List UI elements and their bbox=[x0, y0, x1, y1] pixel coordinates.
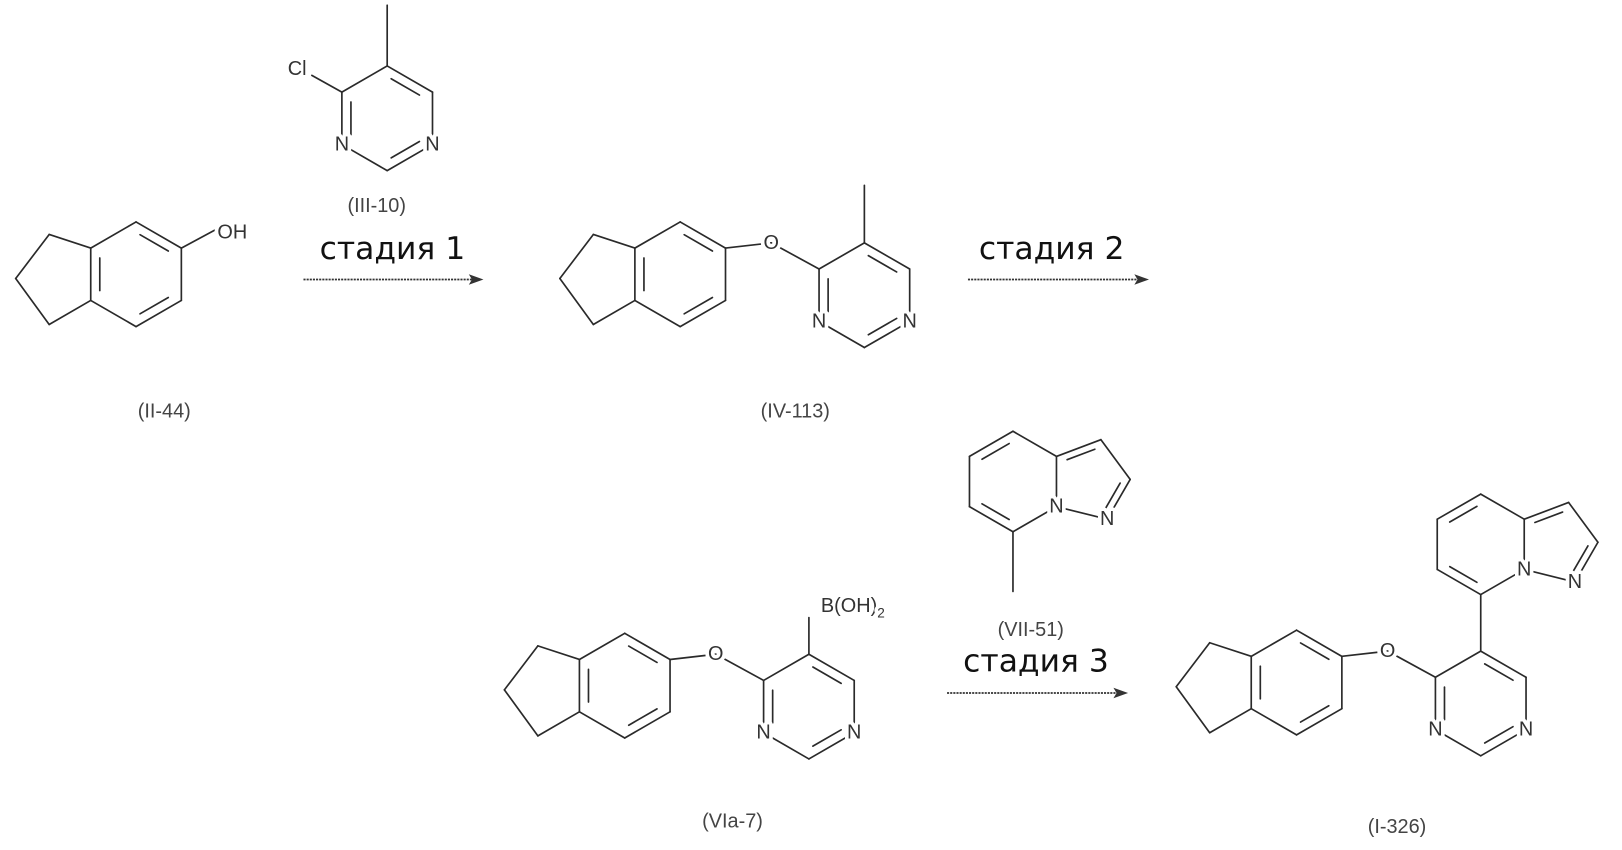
bond bbox=[1056, 440, 1100, 457]
ring-bond bbox=[136, 222, 181, 248]
ring-bond bbox=[387, 66, 432, 92]
step-3-arrow bbox=[947, 688, 1128, 698]
atom-label-IV-113-O: O bbox=[764, 232, 779, 254]
compound-id-III-10: (III-10) bbox=[347, 195, 406, 217]
ring-bond bbox=[969, 431, 1012, 456]
step-2-label: стадия 2 bbox=[979, 231, 1125, 267]
ring-bond bbox=[680, 300, 725, 326]
bond bbox=[504, 690, 537, 736]
atom-label-III-10-Cl: Cl bbox=[288, 58, 307, 80]
step-1-arrow bbox=[303, 274, 483, 284]
atom-label-I-326-O: O bbox=[1380, 640, 1395, 662]
atom-label-III-10-N3: N bbox=[335, 133, 349, 155]
atom-label-VIa-7-O: O bbox=[708, 643, 723, 665]
bond bbox=[49, 234, 91, 248]
bonds bbox=[16, 5, 1598, 759]
ring-bond bbox=[1481, 651, 1526, 677]
ring-bond bbox=[136, 300, 181, 326]
ring-bond bbox=[625, 712, 670, 738]
double-bond bbox=[1574, 546, 1588, 571]
compound-id-II-44: (II-44) bbox=[138, 400, 191, 422]
ring-bond bbox=[1251, 709, 1296, 735]
bond bbox=[16, 278, 49, 324]
ring-bond bbox=[864, 243, 909, 269]
ring-bond bbox=[1437, 569, 1480, 594]
ring-bond bbox=[1251, 630, 1296, 656]
ring-bond bbox=[1435, 651, 1480, 677]
ring-bond bbox=[1437, 494, 1480, 519]
ring-bond bbox=[969, 507, 1012, 532]
compound-id-IV-113: (IV-113) bbox=[761, 400, 830, 422]
bond bbox=[560, 278, 593, 324]
ring-bond bbox=[819, 243, 864, 269]
ring-bond bbox=[680, 222, 725, 248]
bond bbox=[1524, 502, 1568, 519]
bond bbox=[538, 712, 580, 736]
compound-id-VIa-7: (VIa-7) bbox=[702, 811, 763, 833]
compound-id-I-326: (I-326) bbox=[1368, 816, 1427, 838]
step-3-label: стадия 3 bbox=[963, 644, 1109, 680]
ring-bond bbox=[91, 222, 136, 248]
ring-bond bbox=[579, 712, 624, 738]
bond bbox=[1210, 709, 1252, 733]
atom-label-II-44-OH: OH bbox=[217, 221, 247, 243]
atom-label-IV-113-N1: N bbox=[903, 310, 917, 332]
bond bbox=[593, 234, 635, 248]
bond bbox=[1101, 440, 1130, 480]
bond bbox=[560, 234, 593, 278]
atom-label-I-326-N1: N bbox=[1519, 719, 1533, 741]
bond bbox=[49, 300, 91, 324]
bond bbox=[1176, 643, 1209, 687]
atom-label-III-10-N1: N bbox=[425, 133, 439, 155]
ring-bond bbox=[1013, 431, 1056, 456]
ring-bond bbox=[342, 66, 387, 92]
ring-bond bbox=[635, 222, 680, 248]
atom-label-VIa-7-N3: N bbox=[756, 722, 770, 744]
atom-label-VII-51-N2: N bbox=[1100, 508, 1114, 530]
atom-label-I-326-N3: N bbox=[1428, 719, 1442, 741]
atom-label-VII-51-N1: N bbox=[1049, 496, 1063, 518]
bond bbox=[16, 234, 49, 278]
ring-bond bbox=[1481, 494, 1524, 519]
bond bbox=[538, 646, 580, 660]
bond bbox=[504, 646, 537, 690]
atom-label-I-326-Nb: N bbox=[1568, 571, 1582, 593]
ring-bond bbox=[809, 654, 854, 680]
step-1-label: стадия 1 bbox=[320, 231, 466, 267]
ring-bond bbox=[625, 633, 670, 659]
bond bbox=[1176, 687, 1209, 733]
bond bbox=[181, 230, 214, 248]
atom-labels: OHClNNONNONNB(OH)2NNONNNN bbox=[217, 58, 1582, 744]
atom-label-VIa-7-B: B(OH)2 bbox=[821, 595, 885, 620]
compound-id-VII-51: (VII-51) bbox=[998, 619, 1064, 641]
bond bbox=[1210, 643, 1252, 657]
ring-bond bbox=[91, 300, 136, 326]
atom-label-IV-113-N3: N bbox=[812, 310, 826, 332]
double-bond bbox=[1106, 483, 1120, 508]
ring-bond bbox=[1297, 709, 1342, 735]
ring-bond bbox=[764, 654, 809, 680]
bond bbox=[593, 300, 635, 324]
atom-label-I-326-Na: N bbox=[1517, 558, 1531, 580]
ring-bond bbox=[1297, 630, 1342, 656]
ring-bond bbox=[579, 633, 624, 659]
ring-bond bbox=[635, 300, 680, 326]
step-2-arrow bbox=[968, 274, 1149, 284]
bond bbox=[312, 75, 342, 92]
atom-label-VIa-7-N1: N bbox=[847, 722, 861, 744]
bond bbox=[1569, 502, 1598, 542]
